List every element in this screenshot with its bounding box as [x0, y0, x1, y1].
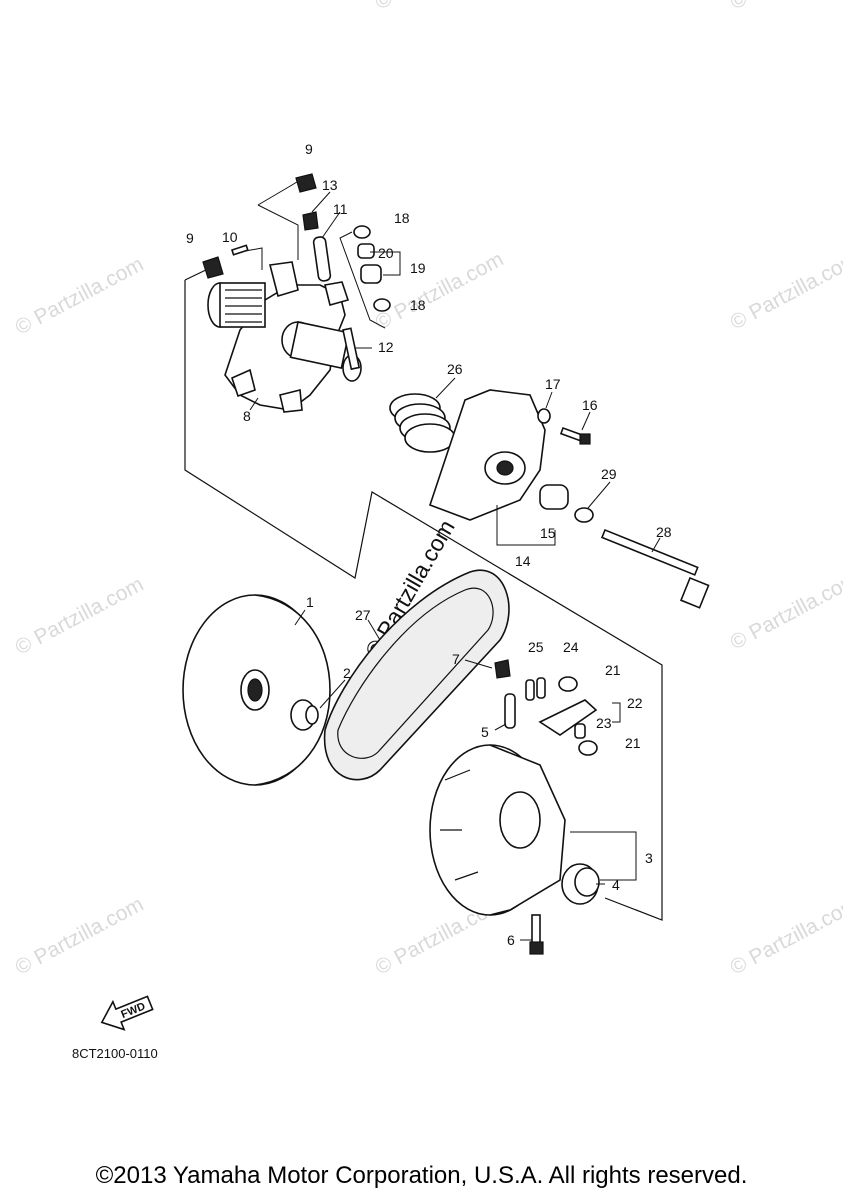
- callout-7: 7: [452, 651, 460, 667]
- part-20-bushing: [357, 243, 375, 259]
- callout-9-left: 9: [186, 230, 194, 246]
- part-27-drive-belt: [323, 569, 510, 781]
- leader-9-upper-b: [257, 204, 299, 260]
- part-17-washer: [537, 408, 551, 424]
- leader-11: [321, 211, 341, 239]
- callout-8: 8: [243, 408, 251, 424]
- leader-13: [311, 191, 331, 213]
- part-14-cover: [428, 389, 546, 521]
- diagram-code: 8CT2100-0110: [72, 1046, 158, 1061]
- callout-1: 1: [306, 594, 314, 610]
- callout-4: 4: [612, 877, 620, 893]
- leader-27: [367, 619, 381, 641]
- callout-22: 22: [627, 695, 643, 711]
- part-16-bolt: [559, 426, 591, 445]
- leader-28: [651, 537, 661, 553]
- part-25-pin: [525, 679, 535, 701]
- leader-14: [496, 505, 556, 546]
- callout-12: 12: [378, 339, 394, 355]
- watermark: © Partzilla.com: [727, 0, 843, 14]
- callout-29: 29: [601, 466, 617, 482]
- leader-8: [249, 397, 259, 411]
- leader-17: [545, 391, 553, 409]
- callout-21-lower: 21: [625, 735, 641, 751]
- leader-26: [435, 377, 456, 399]
- callout-28: 28: [656, 524, 672, 540]
- part-3-movable-sheave: [429, 744, 566, 916]
- watermark: © Partzilla.com: [727, 248, 843, 335]
- part-22-arm: [538, 699, 598, 736]
- callout-19: 19: [410, 260, 426, 276]
- part-21-washer-lower: [578, 740, 598, 756]
- leader-1: [294, 609, 306, 626]
- callout-13: 13: [322, 177, 338, 193]
- part-26-spring: [389, 393, 456, 453]
- part-29-washer: [574, 507, 594, 523]
- callout-3: 3: [645, 850, 653, 866]
- assembly-boundary: [184, 280, 663, 921]
- part-4-bushing: [561, 863, 600, 905]
- callout-18-upper: 18: [394, 210, 410, 226]
- part-7-nut: [494, 659, 511, 679]
- watermarks: © Partzilla.com © Partzilla.com © Partzi…: [12, 0, 843, 979]
- callout-18-lower: 18: [410, 297, 426, 313]
- part-8-spider-hub: [207, 261, 362, 413]
- watermark: © Partzilla.com: [12, 253, 148, 340]
- part-12-bolt: [342, 327, 361, 371]
- callout-2: 2: [343, 665, 351, 681]
- leader-5: [494, 723, 507, 731]
- callout-6: 6: [507, 932, 515, 948]
- part-1-fixed-sheave: [182, 594, 331, 786]
- part-21-washer-upper: [558, 676, 578, 692]
- part-5-pin: [504, 693, 516, 729]
- part-18-washer-lower: [373, 298, 391, 312]
- callout-26: 26: [447, 361, 463, 377]
- watermark: © Partzilla.com: [12, 573, 148, 660]
- callout-10: 10: [222, 229, 238, 245]
- part-2-collar: [290, 699, 319, 731]
- callout-11: 11: [333, 201, 348, 217]
- leader-16: [581, 411, 591, 431]
- leader-3: [570, 831, 637, 881]
- watermark: © Partzilla.com: [12, 893, 148, 980]
- callout-16: 16: [582, 397, 598, 413]
- callout-21-upper: 21: [605, 662, 621, 678]
- callout-25: 25: [528, 639, 544, 655]
- leader-2: [319, 679, 346, 709]
- copyright-notice: ©2013 Yamaha Motor Corporation, U.S.A. A…: [95, 1162, 748, 1189]
- part-23-roller: [574, 723, 586, 739]
- part-19-roller: [360, 264, 382, 284]
- callout-17: 17: [545, 376, 561, 392]
- leader-22: [612, 702, 621, 723]
- leader-20: [370, 251, 401, 276]
- watermark: © Partzilla.com: [727, 568, 843, 655]
- watermark: © Partzilla.com: [372, 0, 508, 14]
- leader-29: [587, 481, 611, 509]
- callout-9-upper: 9: [305, 141, 313, 157]
- callouts: 1 2 3 4 5 6 7 8 9 9 10 11 12 13 14 15 16…: [186, 141, 672, 948]
- part-28-bolt: [600, 528, 710, 609]
- part-9-weight-upper: [295, 173, 317, 193]
- part-24-pin: [536, 677, 546, 699]
- callout-24: 24: [563, 639, 579, 655]
- part-10-pin: [230, 244, 249, 256]
- callout-20: 20: [378, 245, 394, 261]
- part-6-bolt: [529, 914, 544, 955]
- part-18-washer-upper: [353, 225, 371, 239]
- fwd-arrow-icon: FWD: [100, 995, 154, 1031]
- part-11-pin: [312, 236, 332, 282]
- part-13-nut: [302, 211, 319, 231]
- callout-15: 15: [540, 525, 556, 541]
- watermark: © Partzilla.com: [727, 893, 843, 980]
- callout-23: 23: [596, 715, 612, 731]
- callout-14: 14: [515, 553, 531, 569]
- leader-7: [464, 659, 493, 669]
- callout-27: 27: [355, 607, 371, 623]
- leader-18-bracket: [339, 231, 386, 329]
- callout-5: 5: [481, 724, 489, 740]
- part-9-weight-left: [202, 256, 224, 279]
- leader-9-upper: [257, 179, 301, 206]
- part-15-bushing: [539, 484, 569, 510]
